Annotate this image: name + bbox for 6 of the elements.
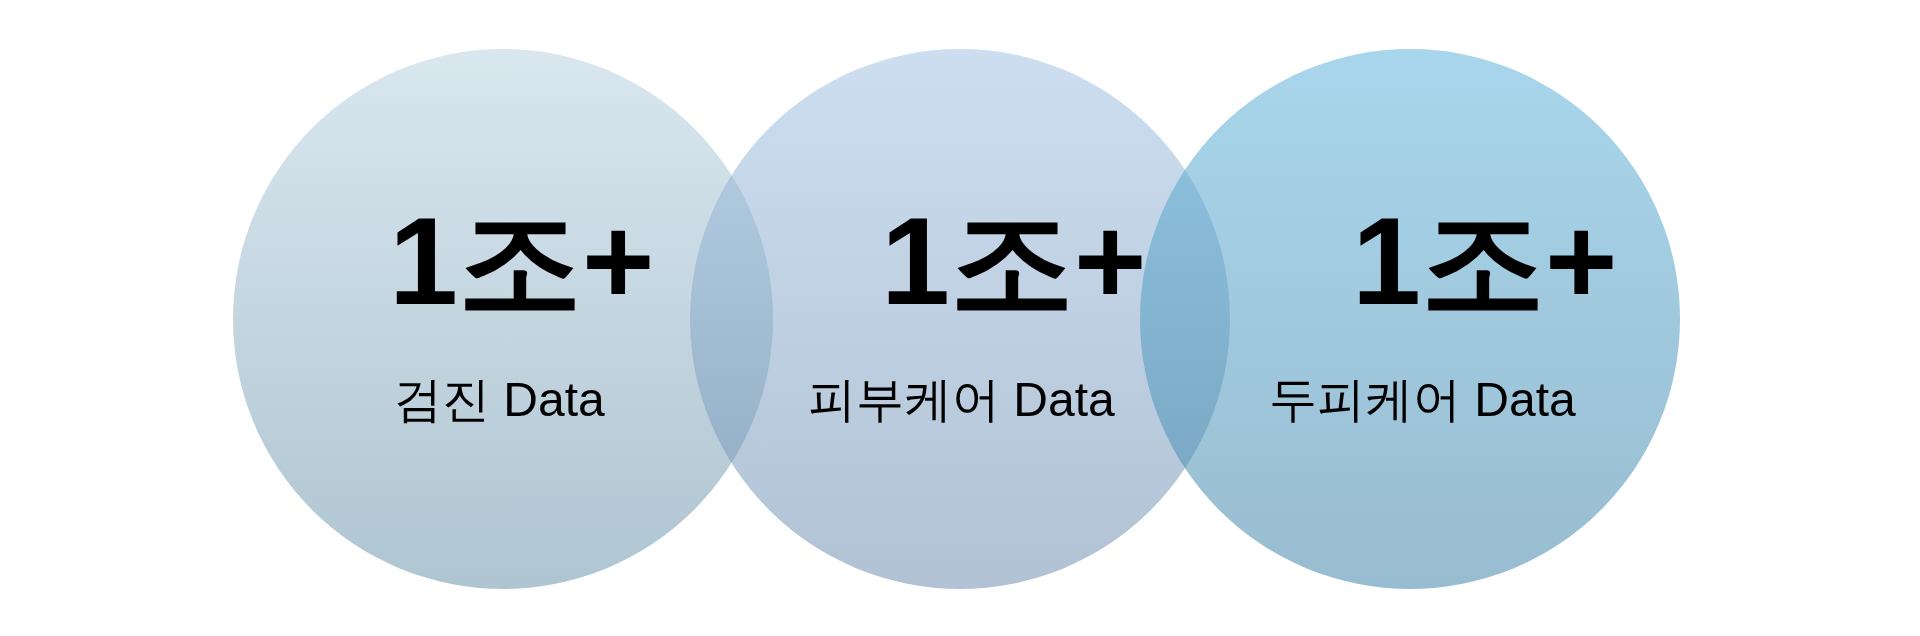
category-label: 피부케어 Data: [808, 376, 1115, 424]
category-label: 검진 Data: [394, 376, 605, 424]
metric-value: 1조+: [881, 199, 1147, 323]
metric-value: 1조+: [1352, 199, 1618, 323]
category-label: 두피케어 Data: [1269, 376, 1576, 424]
metric-value: 1조+: [389, 199, 655, 323]
